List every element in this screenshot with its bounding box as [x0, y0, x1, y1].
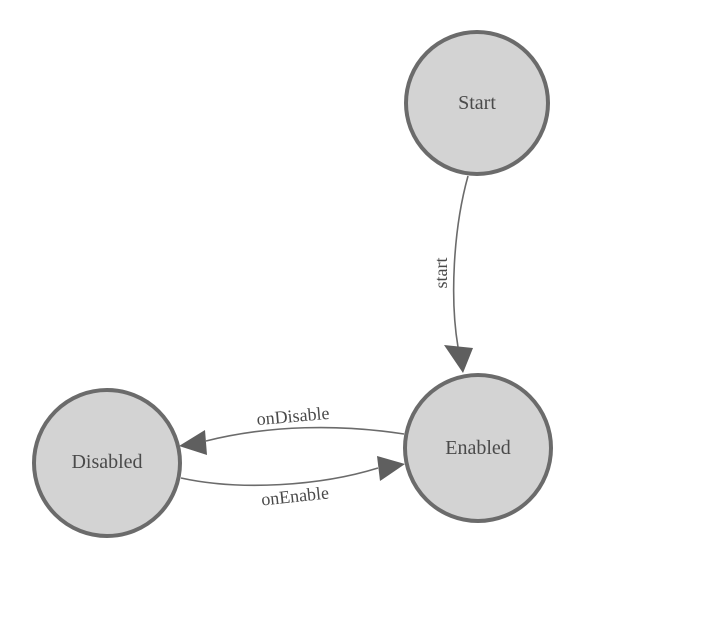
state-node-enabled[interactable]: Enabled	[403, 373, 553, 523]
state-node-disabled-circle[interactable]	[32, 388, 182, 538]
state-node-start-label: Start	[458, 92, 496, 114]
state-node-disabled[interactable]: Disabled	[32, 388, 182, 538]
state-node-start[interactable]: Start	[404, 30, 550, 176]
transition-edge-ondisable	[205, 426, 405, 442]
arrowhead-icon-start-to-enabled	[444, 345, 473, 373]
transition-edge-onenable	[180, 467, 379, 487]
transition-label-onenable: onEnable	[260, 483, 330, 510]
arrowhead-icon-disabled-to-enabled	[377, 456, 405, 481]
transition-start-to-enabled: start	[431, 175, 473, 373]
state-node-disabled-label: Disabled	[71, 451, 142, 473]
state-node-start-circle[interactable]	[404, 30, 550, 176]
transition-label-start: start	[431, 258, 451, 289]
transition-disabled-to-enabled: onEnable	[180, 456, 405, 510]
arrowhead-icon-enabled-to-disabled	[179, 430, 207, 455]
state-node-enabled-circle[interactable]	[403, 373, 553, 523]
transition-enabled-to-disabled: onDisable	[179, 403, 405, 455]
transition-label-ondisable: onDisable	[256, 403, 330, 429]
transition-edge-start	[452, 175, 469, 348]
state-node-enabled-label: Enabled	[445, 437, 511, 459]
